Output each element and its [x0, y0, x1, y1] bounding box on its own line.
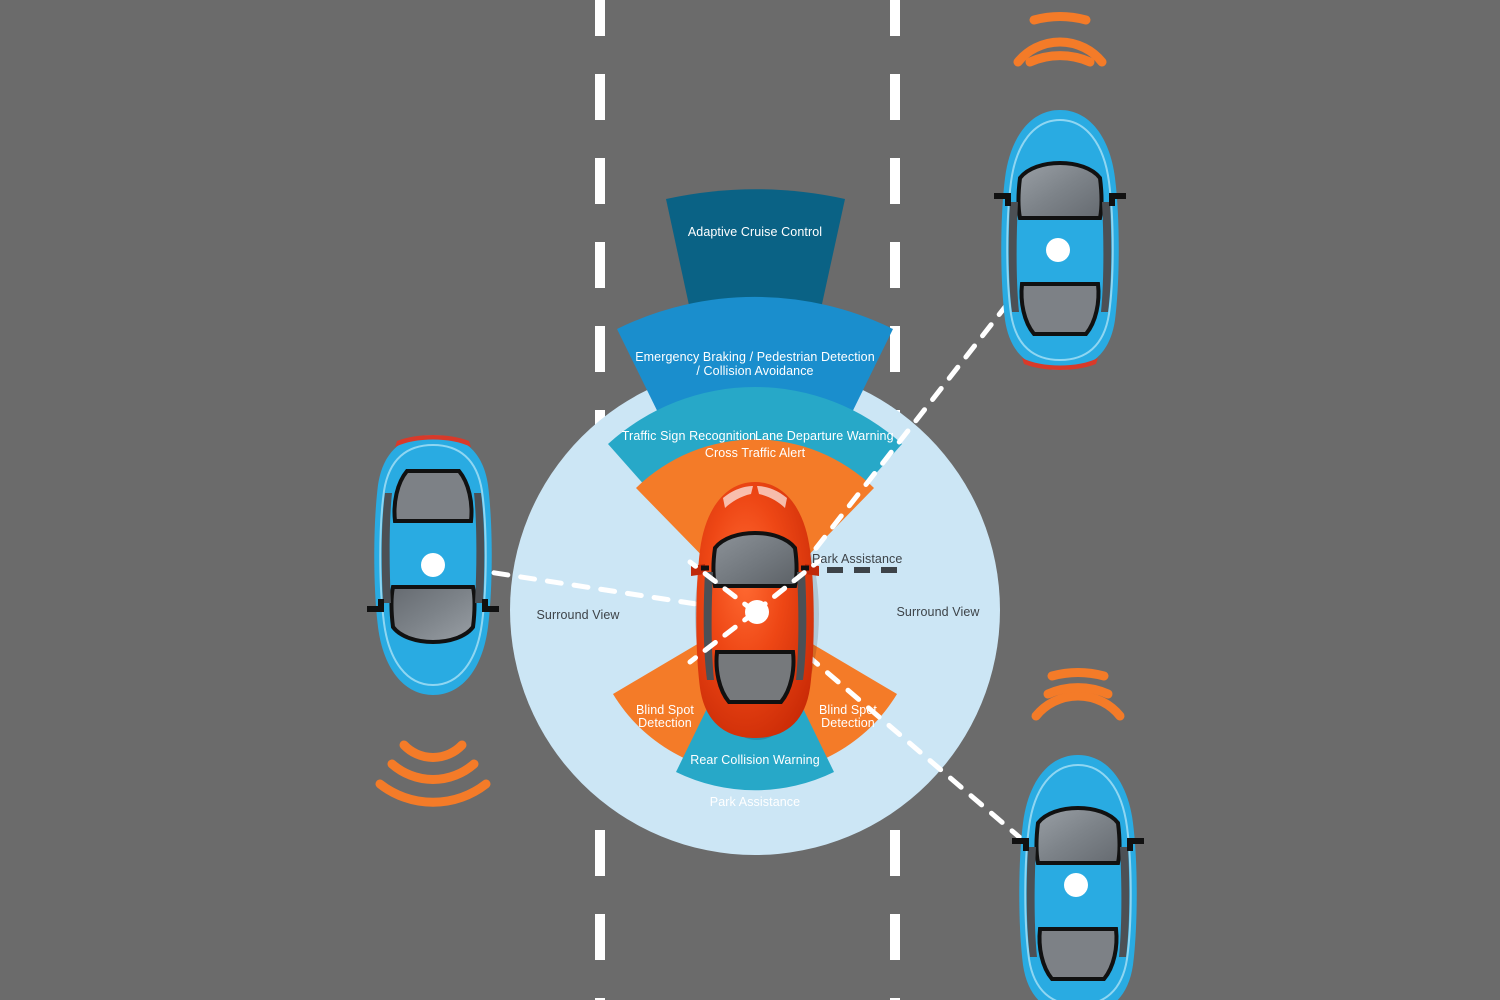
- vehicle-top-right[interactable]: [994, 110, 1126, 370]
- vehicle-left-side-window-right: [381, 493, 392, 603]
- vehicle-left-windshield: [389, 585, 477, 644]
- vehicle-top-right-mirror-right: [1109, 193, 1126, 206]
- vehicle-bottom-right-side-window-right: [1119, 847, 1130, 957]
- label-rear-collision-warning: Rear Collision Warning: [690, 753, 820, 767]
- vehicle-left-outline: [379, 443, 487, 687]
- vehicle-left-sensor-hub: [421, 553, 445, 577]
- label-park-assistance-side: Park Assistance: [812, 552, 903, 566]
- vehicle-top-right-side-window-left: [1008, 202, 1019, 312]
- label-traffic-sign-recognition: Traffic Sign Recognition: [621, 429, 757, 443]
- label-emergency-braking-line1: Emergency Braking / Pedestrian Detection: [635, 350, 875, 364]
- ego-sensor-rays: [687, 557, 823, 665]
- ego-windshield: [711, 531, 799, 588]
- signal-waves-bottom-right: [1031, 668, 1125, 721]
- vehicle-bottom-right-rear-window: [1037, 927, 1119, 981]
- label-blind-spot-detection-left-line2: Detection: [638, 716, 692, 730]
- label-emergency-braking-line2: / Collision Avoidance: [696, 364, 814, 378]
- vehicle-left-mirror-right: [367, 599, 384, 612]
- vehicle-top-right-side-window-right: [1101, 202, 1112, 312]
- vehicle-bottom-right-mirror-right: [1127, 838, 1144, 851]
- ego-sensor-hub: [745, 600, 769, 624]
- label-blind-spot-detection-right-line2: Detection: [821, 716, 875, 730]
- connection-line-left: [434, 561, 751, 615]
- signal-waves-top-right: [1013, 12, 1107, 67]
- vehicle-left[interactable]: [367, 435, 499, 695]
- vehicle-bottom-right-outline: [1024, 763, 1132, 1000]
- vehicle-bottom-right-sensor-hub: [1064, 873, 1088, 897]
- vehicle-bottom-right-side-window-left: [1026, 847, 1037, 957]
- label-surround-view-left: Surround View: [536, 608, 620, 622]
- label-surround-view-right: Surround View: [896, 605, 980, 619]
- vehicle-top-right-mirror-left: [994, 193, 1011, 206]
- label-cross-traffic-alert: Cross Traffic Alert: [704, 446, 806, 460]
- vehicle-top-right-outline: [1006, 118, 1114, 362]
- label-blind-spot-detection-left-line1: Blind Spot: [636, 703, 694, 717]
- vehicle-left-side-window-left: [474, 493, 485, 603]
- vehicle-top-right-sensor-hub: [1046, 238, 1070, 262]
- vehicle-top-right-rear-window: [1019, 282, 1101, 336]
- label-park-assistance-rear: Park Assistance: [709, 795, 801, 809]
- vehicle-bottom-right-mirror-left: [1012, 838, 1029, 851]
- signal-waves-left: [375, 740, 491, 807]
- vehicle-top-right-taillight: [1022, 358, 1098, 370]
- ego-side-window-right: [796, 572, 807, 680]
- vehicle-left-mirror-left: [482, 599, 499, 612]
- ego-roof-highlight-right: [757, 486, 787, 508]
- ego-roof-highlight: [723, 486, 753, 508]
- label-adaptive-cruise-control: Adaptive Cruise Control: [687, 225, 823, 239]
- label-lane-departure-warning: Lane Departure Warning: [755, 429, 894, 443]
- label-blind-spot-detection-right-line1: Blind Spot: [819, 703, 877, 717]
- vehicle-left-rear-window: [392, 469, 474, 523]
- vehicle-bottom-right[interactable]: [1012, 755, 1144, 1000]
- vehicle-top-right-windshield: [1016, 161, 1104, 220]
- ego-side-window-left: [703, 572, 714, 680]
- ego-rear-window: [714, 650, 796, 704]
- vehicle-left-taillight: [395, 435, 471, 447]
- vehicle-bottom-right-windshield: [1034, 806, 1122, 865]
